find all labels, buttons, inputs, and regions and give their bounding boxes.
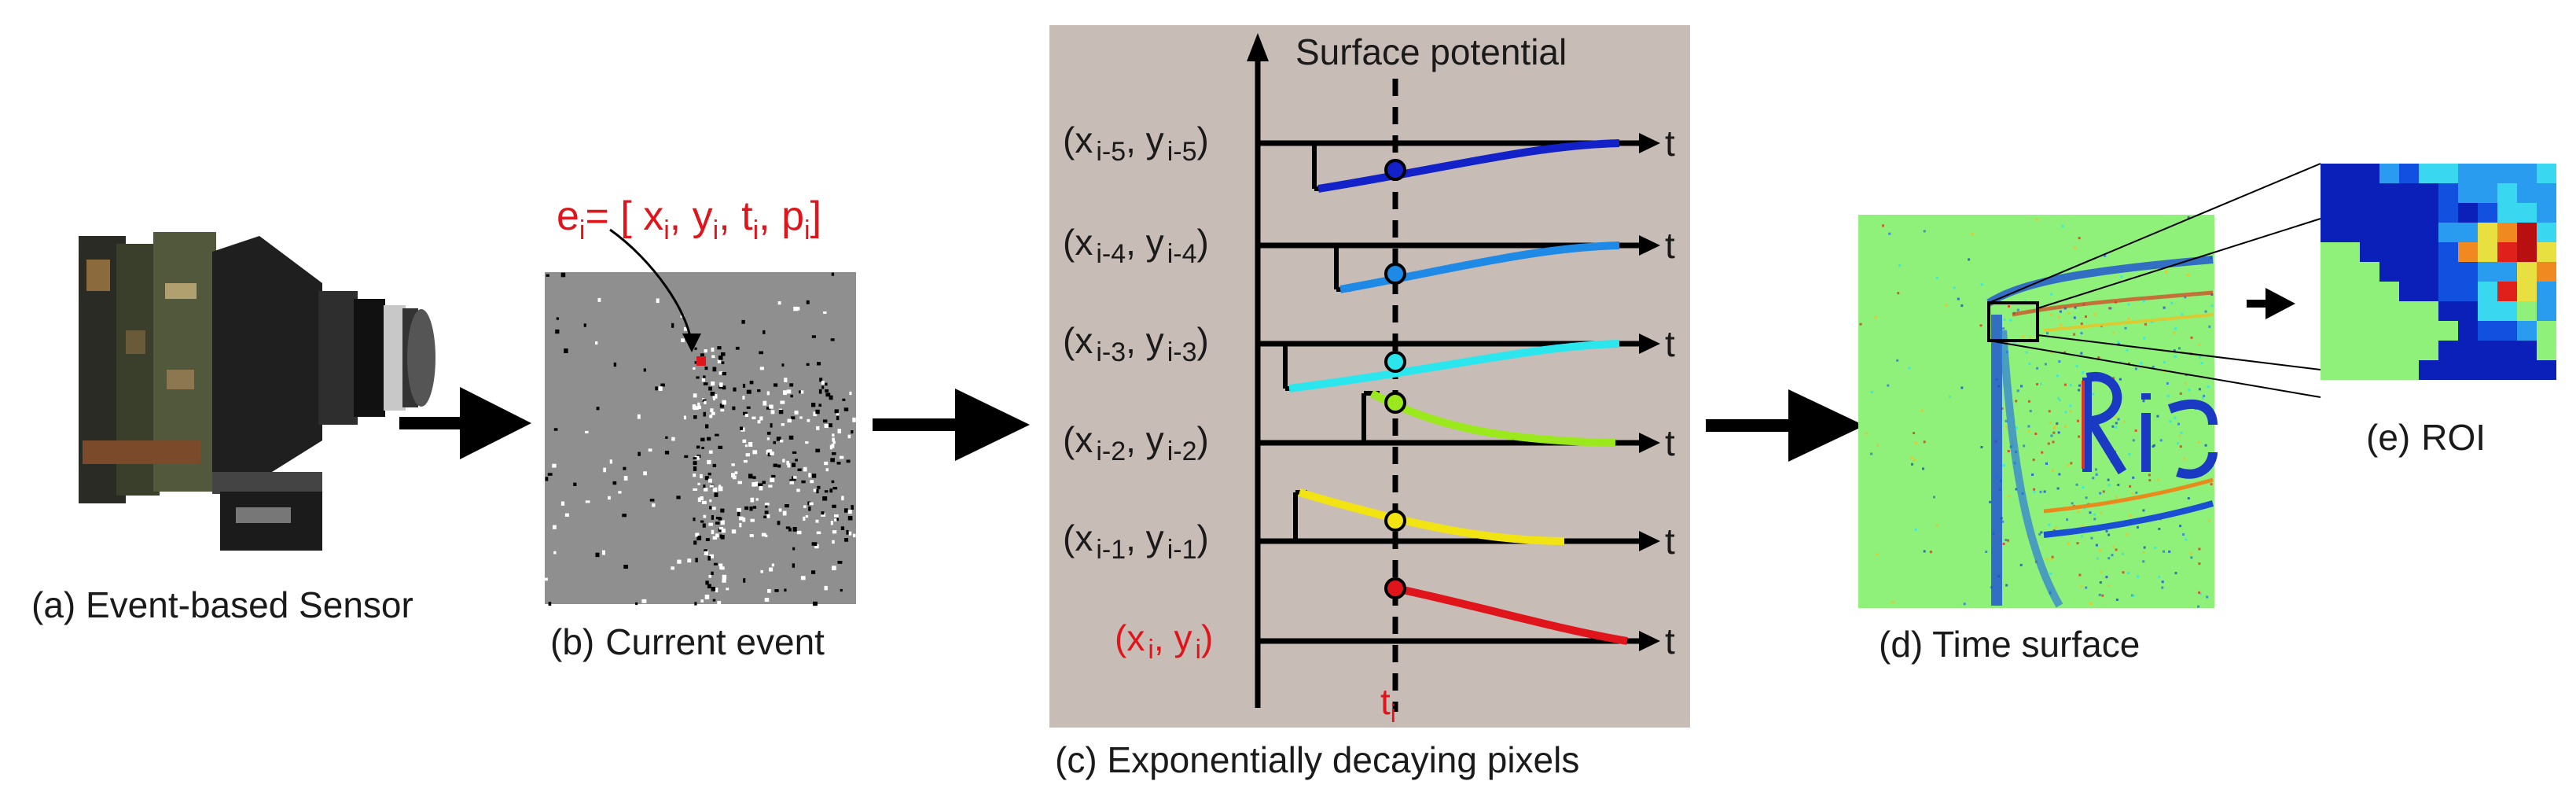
flow-arrow-d-to-e [2247, 288, 2295, 319]
caption-a: (a) Event-based Sensor [31, 584, 413, 625]
caption-d: (d) Time surface [1879, 624, 2140, 665]
caption-b: (b)Current event [550, 621, 825, 662]
flow-arrow-b-to-c [873, 389, 1030, 461]
decay-curve [1339, 241, 1620, 293]
axis-title: Surface potential [1295, 31, 1567, 72]
event-camera-illustration [79, 232, 435, 551]
sample-point [1384, 510, 1406, 532]
t-axis-label: t [1665, 621, 1675, 661]
ti-label: ti [1380, 681, 1396, 728]
decay-curve [1298, 488, 1565, 545]
t-axis-label: t [1665, 521, 1675, 562]
decay-curve [1288, 340, 1620, 392]
caption-e: (e)ROI [2366, 417, 2486, 458]
roi-heatmap [2321, 164, 2556, 380]
sample-point [1384, 263, 1406, 285]
t-axis-label: t [1665, 225, 1675, 266]
event-pointer-arrow [609, 228, 701, 352]
current-event-image [545, 272, 856, 606]
flow-arrow-c-to-d [1706, 389, 1865, 462]
event-equation: ei= [ xi, yi, ti, pi] [557, 193, 821, 245]
roi-box [1987, 301, 2039, 342]
sample-point [1384, 392, 1406, 414]
t-axis-label: t [1665, 123, 1675, 164]
flow-arrow-a-to-b [399, 387, 531, 459]
sample-point [1384, 577, 1406, 599]
time-surface-image [1858, 215, 2218, 608]
sample-point [1384, 351, 1406, 373]
t-axis-label: t [1665, 422, 1675, 463]
zoom-line-top [1988, 163, 2321, 304]
decay-curve [1394, 584, 1628, 645]
decay-curve [1317, 139, 1620, 193]
zoom-line-bottom [1988, 340, 2321, 398]
t-axis-label: t [1665, 323, 1675, 364]
current-event-marker [696, 356, 706, 366]
caption-c: (c) Exponentially decaying pixels [1055, 739, 1579, 780]
sample-point [1384, 159, 1406, 181]
